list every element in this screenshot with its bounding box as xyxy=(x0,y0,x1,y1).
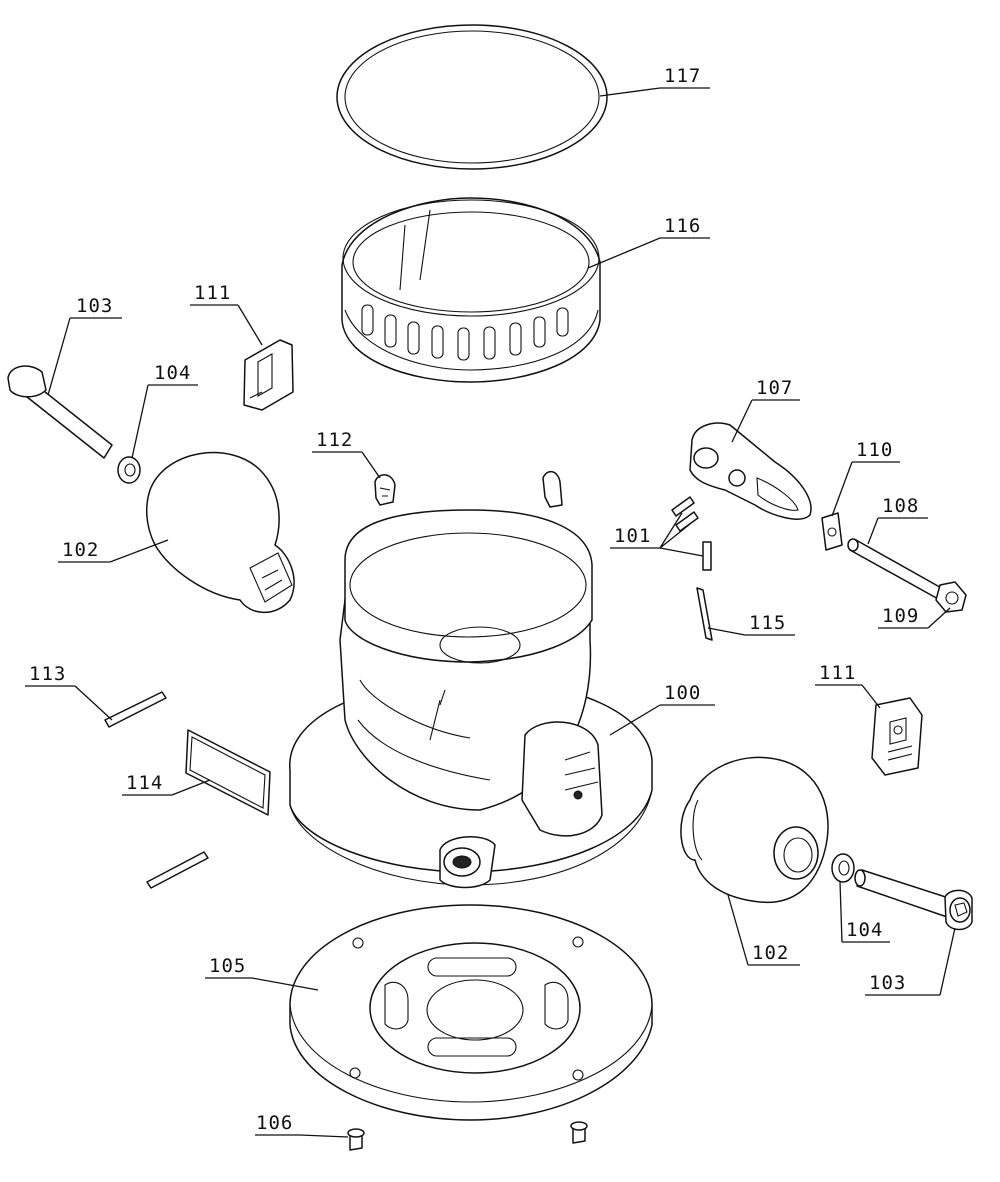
label-100: 100 xyxy=(664,682,701,704)
part-104-washer-right xyxy=(831,853,855,883)
part-108-pin xyxy=(847,538,946,601)
label-104-left: 104 xyxy=(154,362,191,384)
label-112: 112 xyxy=(316,429,353,451)
part-104-washer-left xyxy=(117,456,141,484)
label-103-left: 103 xyxy=(76,295,113,317)
label-111-top: 111 xyxy=(194,282,231,304)
part-110-nut-plate xyxy=(821,512,843,551)
part-115-label xyxy=(696,587,713,641)
label-115: 115 xyxy=(749,612,786,634)
label-111-right: 111 xyxy=(819,662,856,684)
part-103-bolt-right xyxy=(854,869,973,931)
part-116-adjustment-ring xyxy=(341,197,601,383)
label-102-right: 102 xyxy=(752,942,789,964)
part-102-knob-right xyxy=(680,756,829,904)
label-102-left: 102 xyxy=(62,539,99,561)
label-104-right: 104 xyxy=(846,919,883,941)
label-105: 105 xyxy=(209,955,246,977)
part-112-clips xyxy=(374,470,563,508)
part-111-latch-top xyxy=(243,339,294,411)
part-107-depth-lever xyxy=(689,422,812,520)
label-106: 106 xyxy=(256,1112,293,1134)
label-101: 101 xyxy=(614,525,651,547)
label-116: 116 xyxy=(664,215,701,237)
callout-labels: 117 116 111 103 104 112 107 110 108 101 … xyxy=(29,65,919,1134)
part-100-base-housing xyxy=(289,509,653,889)
part-103-bolt-left xyxy=(7,365,113,459)
label-109: 109 xyxy=(882,605,919,627)
part-113-pins xyxy=(104,691,209,889)
part-111-latch-right xyxy=(871,697,923,776)
part-101-small-pins xyxy=(671,496,712,571)
label-108: 108 xyxy=(882,495,919,517)
part-109-nut xyxy=(935,581,967,613)
part-102-knob-left xyxy=(145,451,295,614)
label-114: 114 xyxy=(126,772,163,794)
label-107: 107 xyxy=(756,377,793,399)
label-110: 110 xyxy=(856,439,893,461)
label-103-right: 103 xyxy=(869,972,906,994)
label-113: 113 xyxy=(29,663,66,685)
part-117-o-ring xyxy=(336,24,608,170)
part-114-label-plate xyxy=(185,729,271,816)
label-117: 117 xyxy=(664,65,701,87)
part-106-screws xyxy=(347,1121,588,1151)
leader-lines xyxy=(25,87,956,1138)
part-105-sub-base xyxy=(289,904,653,1121)
